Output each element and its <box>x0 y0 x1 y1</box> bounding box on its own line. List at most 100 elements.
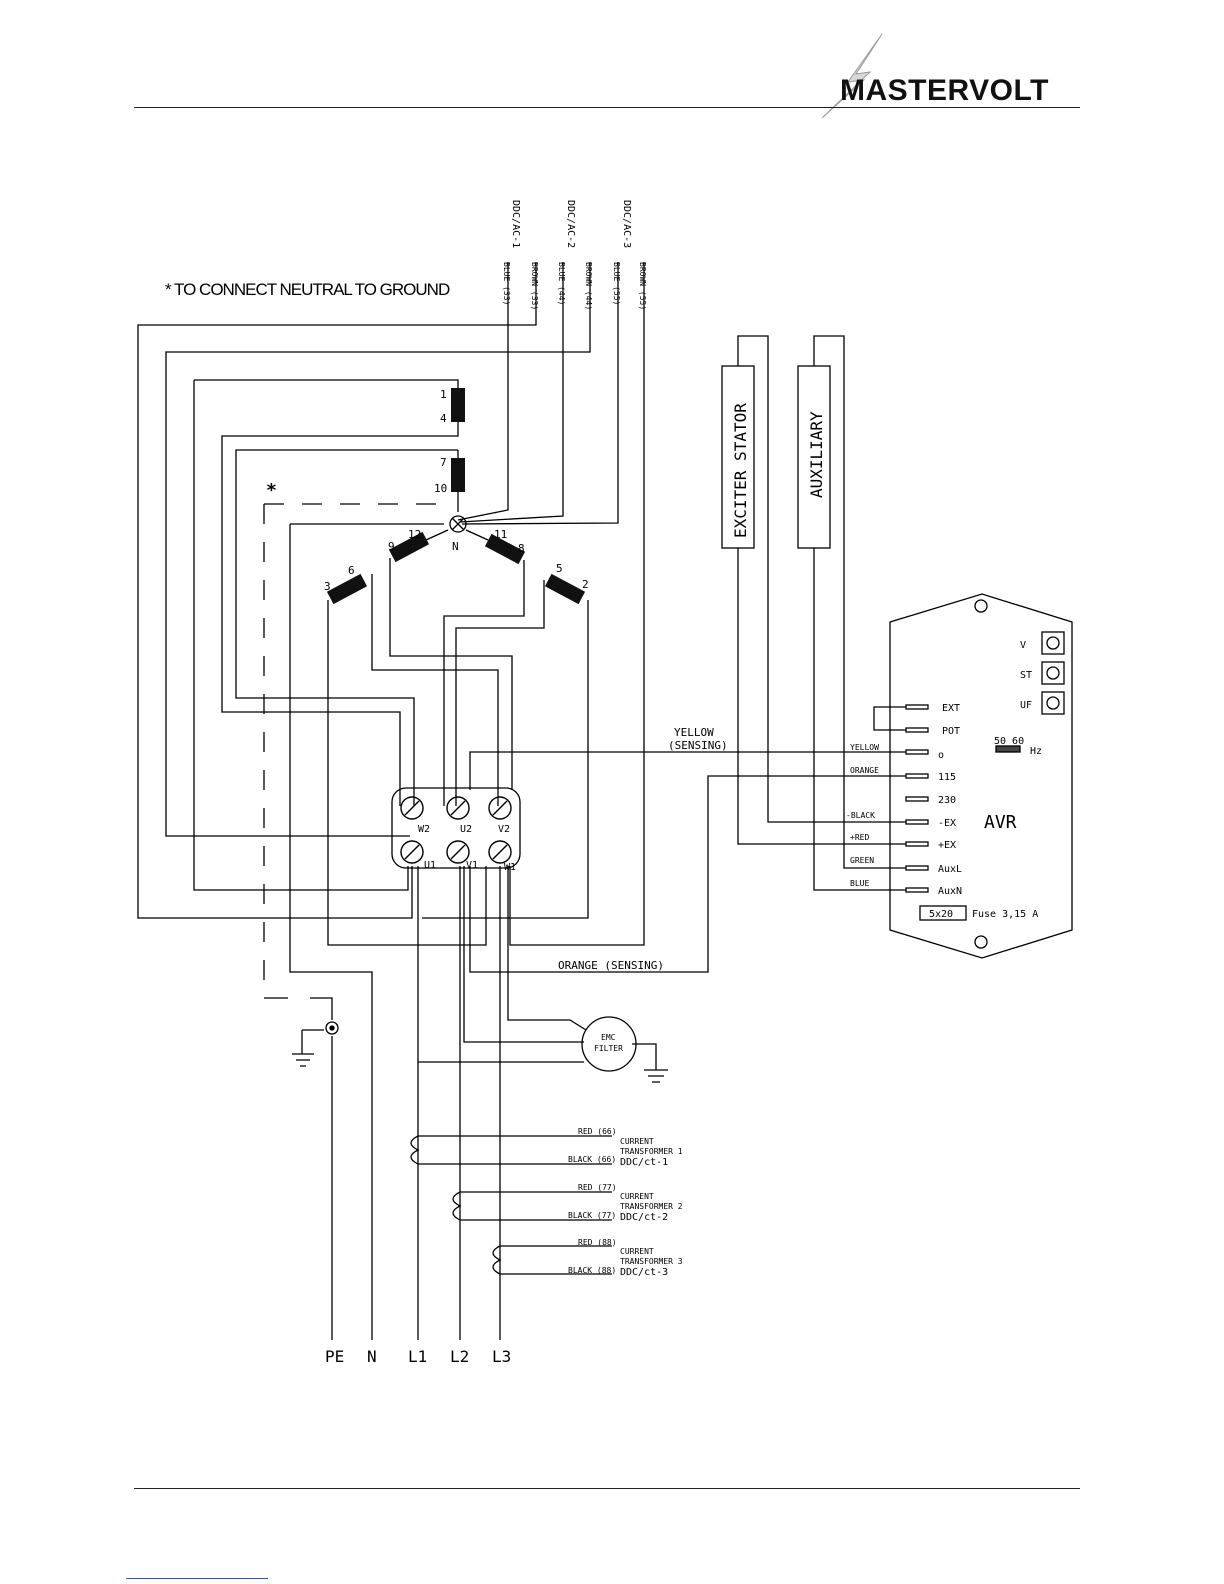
avr-freq-labels: 50 60 <box>994 736 1024 747</box>
yellow-sensing-paren: (SENSING) <box>668 739 728 752</box>
avr-term-230: 230 <box>938 795 956 806</box>
wire-brown-55 <box>509 262 645 946</box>
neutral-label: N <box>452 540 459 553</box>
ct2-red: RED (77) <box>578 1183 617 1192</box>
brand-logo: MASTERVOLT <box>840 74 1049 107</box>
coil-12-9 <box>388 531 430 563</box>
term-v2: V2 <box>498 824 510 835</box>
wire-label-blue-33: BLUE (33) <box>502 262 511 305</box>
coil-num-7: 7 <box>440 456 447 469</box>
ct2-code: DDC/ct-2 <box>620 1212 668 1223</box>
term-w1: W1 <box>504 862 516 873</box>
exciter-stator-label: EXCITER STATOR <box>731 403 750 538</box>
wire-label-blue-44: BLUE (44) <box>557 262 566 305</box>
coil-num-4: 4 <box>440 412 447 425</box>
cable-label-1: DDC/AC-1 <box>510 200 521 248</box>
coil-num-11: 11 <box>494 528 507 541</box>
ct2-line1: CURRENT <box>620 1192 654 1201</box>
avr-wire-red: +RED <box>850 833 869 842</box>
emc-line2: FILTER <box>594 1044 623 1053</box>
avr-title: AVR <box>984 812 1017 833</box>
output-l1: L1 <box>408 1347 427 1366</box>
auxiliary-label: AUXILIARY <box>807 411 826 498</box>
term-v1: V1 <box>466 860 478 871</box>
header-rule <box>134 107 1080 108</box>
ct1-red: RED (66) <box>578 1127 617 1136</box>
yellow-sensing-label: YELLOW <box>674 726 714 739</box>
output-l2: L2 <box>450 1347 469 1366</box>
output-n: N <box>367 1347 377 1366</box>
emc-filter <box>581 1016 637 1072</box>
coil-num-2: 2 <box>582 578 589 591</box>
coil-num-3: 3 <box>324 580 331 593</box>
avr-fuse-text: Fuse 3,15 A <box>972 909 1038 920</box>
neutral-junction <box>449 515 467 533</box>
cable-label-2: DDC/AC-2 <box>565 200 576 248</box>
wire-label-blue-55: BLUE (55) <box>612 262 621 305</box>
footer-link-underline <box>126 1578 268 1579</box>
mastervolt-lightning-icon <box>821 33 883 118</box>
output-pe: PE <box>325 1347 344 1366</box>
wire-blue-55 <box>461 262 619 525</box>
avr-freq-unit: Hz <box>1030 746 1042 757</box>
avr-pot-uf: UF <box>1020 700 1032 711</box>
avr-pot-v: V <box>1020 640 1026 651</box>
avr-term-auxl: AuxL <box>938 864 962 875</box>
avr-term-115: 115 <box>938 772 956 783</box>
ct1-code: DDC/ct-1 <box>620 1157 668 1168</box>
output-l3: L3 <box>492 1347 511 1366</box>
term-u1: U1 <box>424 860 436 871</box>
coil-num-8: 8 <box>518 542 525 555</box>
avr-fuse-box: 5x20 <box>929 909 953 920</box>
coil-num-10: 10 <box>434 482 447 495</box>
ct3-code: DDC/ct-3 <box>620 1267 668 1278</box>
ct1-black: BLACK (66) <box>568 1155 616 1164</box>
coil-num-9: 9 <box>388 540 395 553</box>
coil-num-1: 1 <box>440 388 447 401</box>
coil-5-2 <box>544 573 586 605</box>
wire-label-brown-55: BROWN (55) <box>638 262 647 310</box>
avr-outline <box>889 593 1073 959</box>
terminal-block <box>391 787 521 869</box>
ct2-line2: TRANSFORMER 2 <box>620 1202 683 1211</box>
avr-term-o: o <box>938 750 944 761</box>
wire-label-brown-33: BROWN (33) <box>530 262 539 310</box>
coil-num-6: 6 <box>348 564 355 577</box>
avr-term-minus-ex: -EX <box>938 818 956 829</box>
wire-label-brown-44: BROWN (44) <box>584 262 593 310</box>
coil-1-4 <box>451 388 465 422</box>
ct1-line2: TRANSFORMER 1 <box>620 1147 683 1156</box>
orange-sensing-label: ORANGE (SENSING) <box>558 959 664 972</box>
coil-num-12: 12 <box>408 528 421 541</box>
emc-line1: EMC <box>601 1033 616 1042</box>
wire-brown-44 <box>165 262 591 837</box>
avr-wire-green: GREEN <box>850 856 874 865</box>
wire-blue-33 <box>457 262 509 521</box>
coil-11-8 <box>484 533 526 565</box>
footer-rule <box>134 1488 1080 1489</box>
ct3-line1: CURRENT <box>620 1247 654 1256</box>
avr-pot-st: ST <box>1020 670 1032 681</box>
term-w2: W2 <box>418 824 430 835</box>
avr-term-auxn: AuxN <box>938 886 962 897</box>
avr-wire-black: -BLACK <box>846 811 875 820</box>
ct3-black: BLACK (88) <box>568 1266 616 1275</box>
avr-wire-blue: BLUE <box>850 879 869 888</box>
term-u2: U2 <box>460 824 472 835</box>
avr-term-plus-ex: +EX <box>938 840 956 851</box>
coil-7-10 <box>451 458 465 492</box>
ct1-line1: CURRENT <box>620 1137 654 1146</box>
avr-term-ext: EXT <box>942 703 960 714</box>
coil-3-6 <box>326 573 368 605</box>
wire-brown-33 <box>137 262 537 919</box>
coil-num-5: 5 <box>556 562 563 575</box>
avr-term-pot: POT <box>942 726 960 737</box>
ct3-line2: TRANSFORMER 3 <box>620 1257 683 1266</box>
ct3-red: RED (88) <box>578 1238 617 1247</box>
avr-wire-yellow: YELLOW <box>850 743 879 752</box>
neutral-ground-note: * TO CONNECT NEUTRAL TO GROUND <box>165 280 450 299</box>
avr-wire-orange: ORANGE <box>850 766 879 775</box>
ct2-black: BLACK (77) <box>568 1211 616 1220</box>
